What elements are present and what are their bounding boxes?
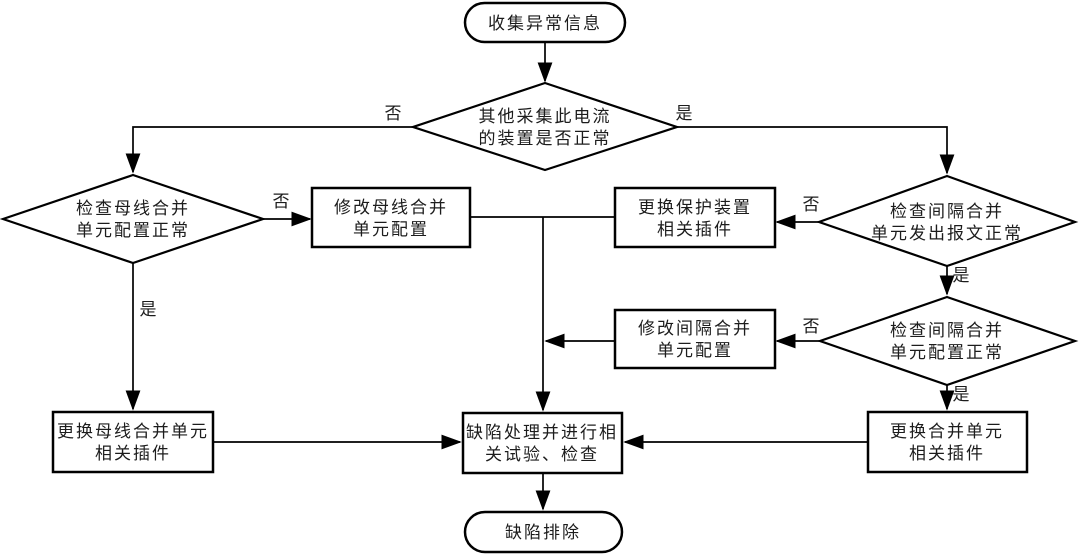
- edge-check-other-yes-to-check-bay-msg: [677, 126, 955, 175]
- node-replace-bus-mu-plugin: 更换母线合并单元 相关插件: [51, 410, 215, 474]
- node-label-line2: 单元配置正常: [76, 221, 190, 240]
- node-replace-protection-plugin: 更换保护装置 相关插件: [613, 186, 777, 249]
- edges: [125, 42, 955, 511]
- node-label: 收集异常信息: [488, 14, 602, 33]
- node-label-line2: 的装置是否正常: [479, 129, 612, 148]
- node-label-line1: 检查间隔合并: [890, 202, 1004, 221]
- node-check-other-devices: 其他采集此电流 的装置是否正常: [409, 81, 681, 172]
- edge-label-no: 否: [803, 317, 820, 336]
- edge-label-no: 否: [273, 192, 290, 211]
- edge-label-yes: 是: [676, 104, 693, 123]
- node-label-line1: 缺陷处理并进行相: [466, 423, 618, 442]
- node-label-line1: 检查间隔合并: [890, 321, 1004, 340]
- node-check-bay-mu-config: 检查间隔合并 单元配置正常: [816, 295, 1079, 387]
- node-label-line1: 修改间隔合并: [638, 319, 752, 338]
- node-check-bay-mu-message: 检查间隔合并 单元发出报文正常: [815, 174, 1079, 268]
- process-shape: [866, 410, 1029, 474]
- node-label-line2: 单元配置正常: [890, 343, 1004, 362]
- edge-label-yes: 是: [953, 385, 970, 404]
- node-label-line2: 相关插件: [909, 444, 985, 463]
- edge-labels: 否 是 否 是 否 是 否 是: [140, 104, 970, 404]
- decision-shape: [816, 295, 1079, 387]
- node-label: 缺陷排除: [505, 523, 581, 542]
- process-shape: [310, 186, 472, 249]
- node-label-line1: 其他采集此电流: [479, 107, 612, 126]
- edge-check-other-no-to-check-bus: [125, 126, 413, 174]
- node-modify-bus-mu-config: 修改母线合并 单元配置: [310, 186, 472, 249]
- node-label-line2: 关试验、检查: [485, 445, 599, 464]
- process-shape: [461, 411, 624, 475]
- node-end: 缺陷排除: [463, 510, 624, 554]
- node-label-line2: 单元配置: [657, 341, 733, 360]
- node-label-line2: 相关插件: [95, 444, 171, 463]
- decision-shape: [0, 173, 267, 265]
- node-label-line1: 修改母线合并: [334, 198, 448, 217]
- node-start: 收集异常信息: [463, 1, 627, 44]
- node-label-line1: 检查母线合并: [76, 199, 190, 218]
- edge-label-yes: 是: [953, 266, 970, 285]
- decision-shape: [409, 81, 681, 172]
- process-shape: [51, 410, 215, 474]
- node-label-line1: 更换母线合并单元: [57, 422, 209, 441]
- process-shape: [613, 308, 777, 370]
- process-shape: [613, 186, 777, 249]
- edge-label-no: 否: [385, 104, 402, 123]
- edge-label-yes: 是: [140, 300, 157, 319]
- node-label-line2: 相关插件: [657, 220, 733, 239]
- node-check-bus-mu-config: 检查母线合并 单元配置正常: [0, 173, 267, 265]
- node-label-line1: 更换保护装置: [638, 198, 752, 217]
- node-label-line2: 单元发出报文正常: [871, 224, 1023, 243]
- node-label-line1: 更换合并单元: [890, 422, 1004, 441]
- terminator-shape: [463, 1, 627, 44]
- terminator-shape: [463, 510, 624, 554]
- node-label-line2: 单元配置: [353, 220, 429, 239]
- node-defect-handling: 缺陷处理并进行相 关试验、检查: [461, 411, 624, 475]
- decision-shape: [815, 174, 1079, 268]
- node-modify-bay-mu-config: 修改间隔合并 单元配置: [613, 308, 777, 370]
- edge-label-no: 否: [803, 195, 820, 214]
- node-replace-mu-plugin: 更换合并单元 相关插件: [866, 410, 1029, 474]
